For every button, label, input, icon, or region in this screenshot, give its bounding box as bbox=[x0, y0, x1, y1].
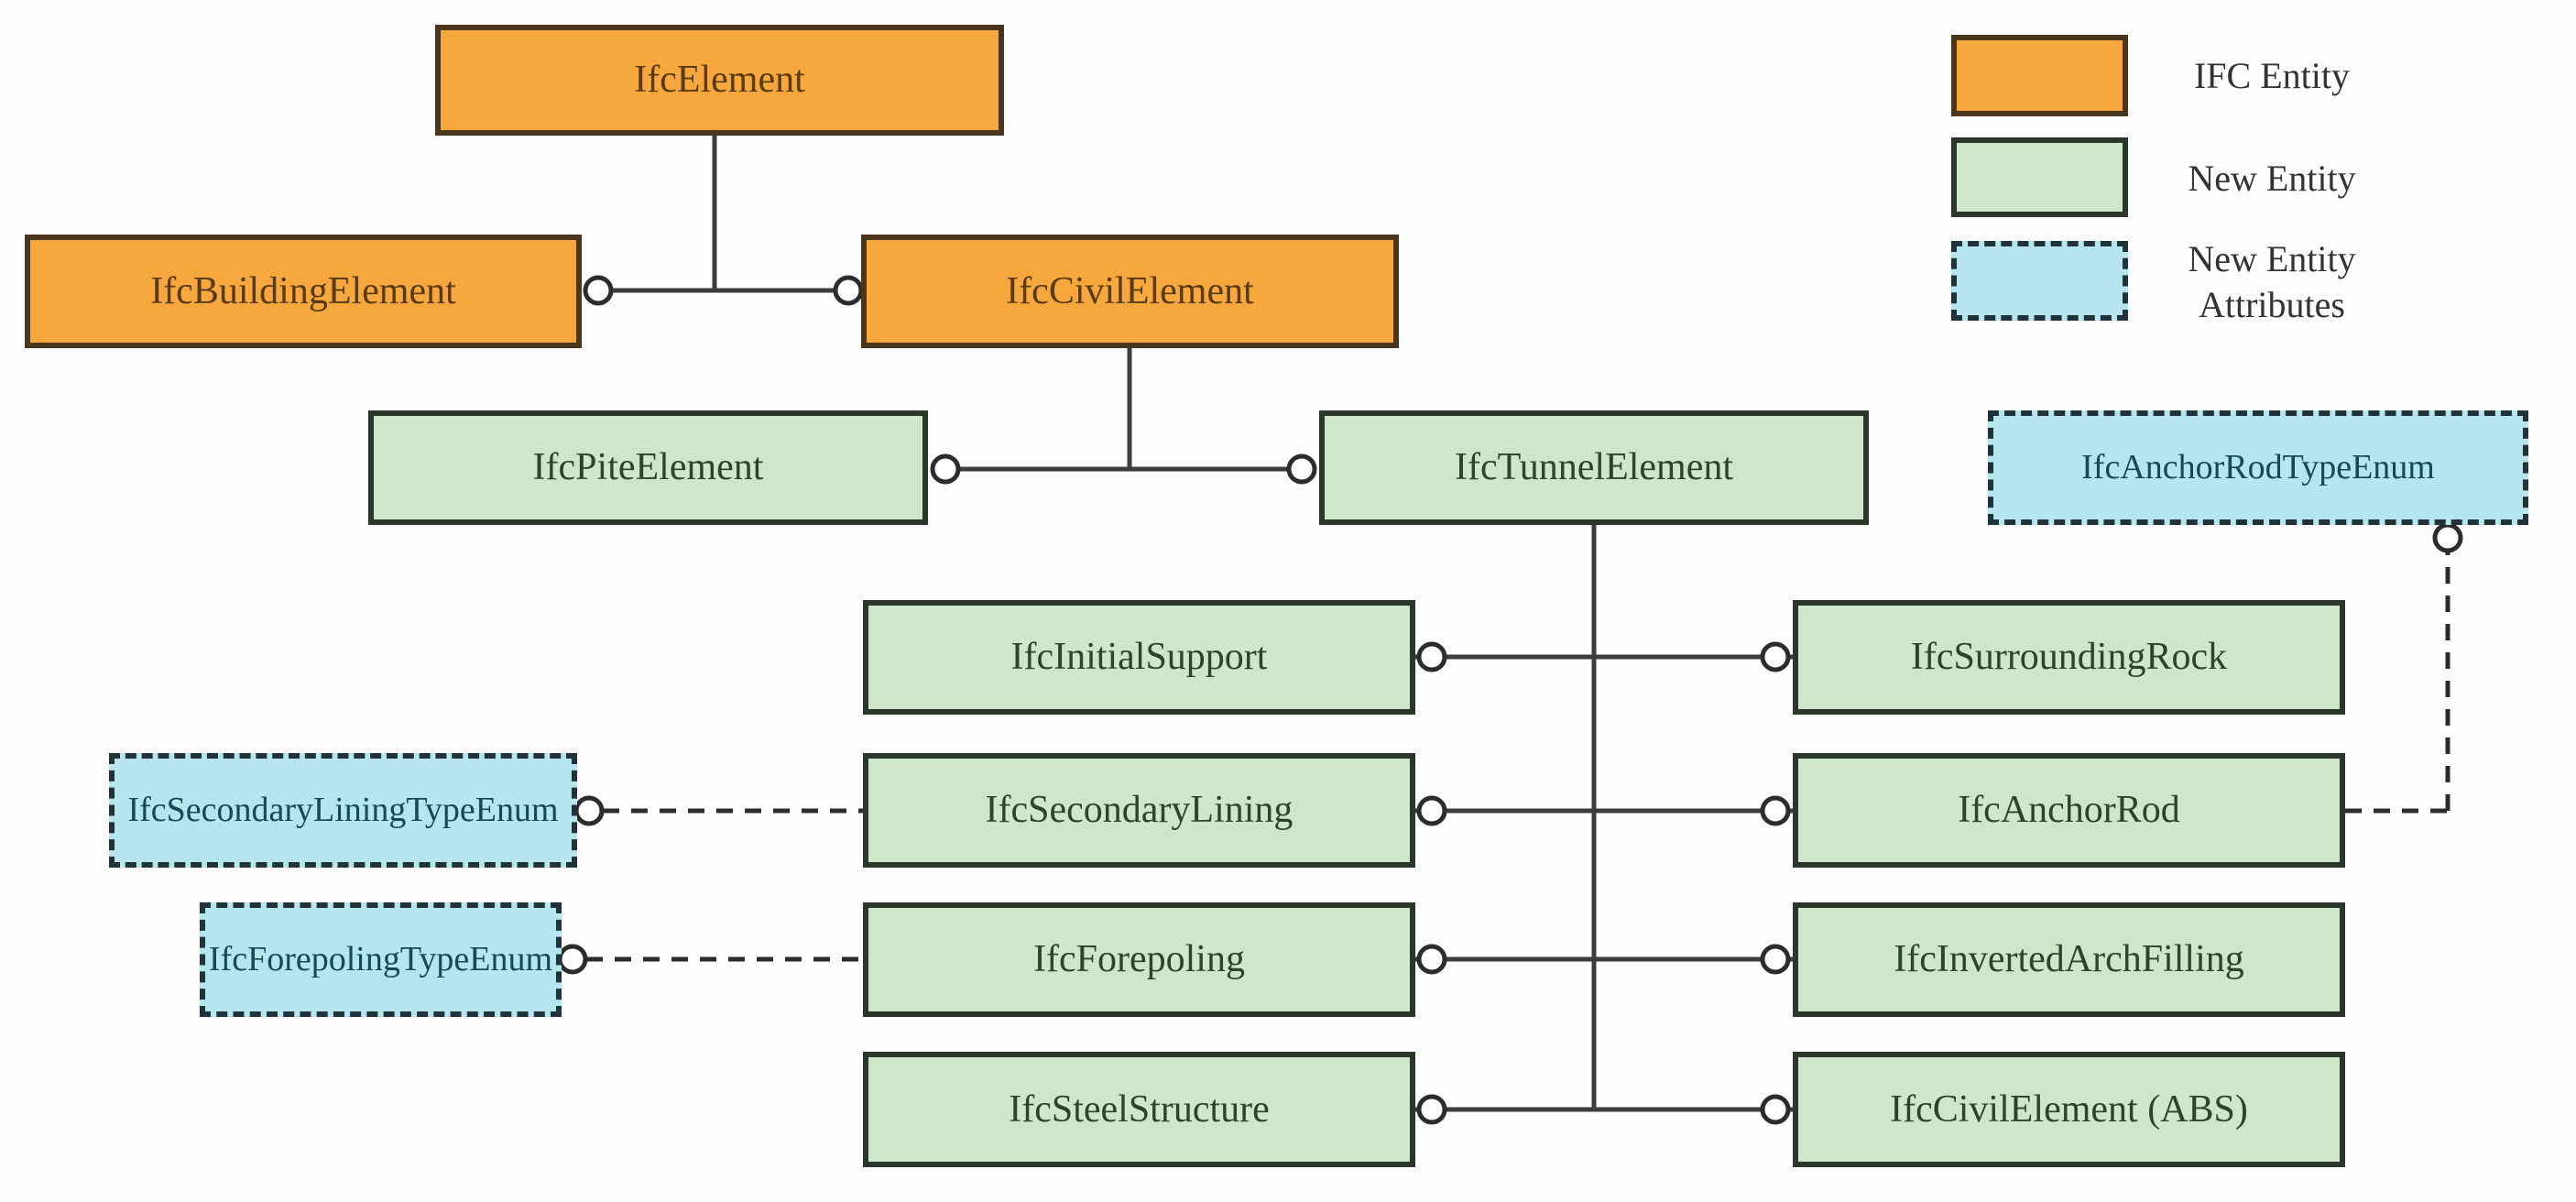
node-ifcforepoling: IfcForepoling bbox=[863, 902, 1415, 1017]
node-ifccivilelement-abs: IfcCivilElement (ABS) bbox=[1793, 1052, 2345, 1167]
node-ifcforepolingtypeenum: IfcForepolingTypeEnum bbox=[200, 902, 562, 1017]
node-ifcbuildingelement: IfcBuildingElement bbox=[25, 235, 582, 348]
circle-forepolingtypeenum bbox=[557, 944, 588, 975]
legend-label-ifc-entity: IFC Entity bbox=[2193, 55, 2351, 96]
circle-initialsupport bbox=[1416, 641, 1447, 672]
legend-label-line1: New Entity bbox=[2188, 238, 2356, 279]
legend-label-new-entity: New Entity bbox=[2188, 158, 2356, 199]
circle-steelstructure bbox=[1416, 1094, 1447, 1125]
node-ifcsurroundingrock: IfcSurroundingRock bbox=[1793, 600, 2345, 715]
circle-invertedarchfilling bbox=[1760, 944, 1791, 975]
legend-swatch-new-entity bbox=[1951, 137, 2128, 217]
circle-civilelement bbox=[833, 275, 864, 306]
node-ifcanchorrod: IfcAnchorRod bbox=[1793, 753, 2345, 868]
circle-surroundingrock bbox=[1760, 641, 1791, 672]
node-ifcsteelstructure: IfcSteelStructure bbox=[863, 1052, 1415, 1167]
circle-tunnelelement bbox=[1286, 453, 1317, 485]
node-ifcelement: IfcElement bbox=[435, 25, 1004, 136]
circle-piteelement bbox=[930, 453, 961, 485]
legend-label-new-entity-attributes: New Entity Attributes bbox=[2134, 236, 2409, 328]
legend-swatch-new-entity-attributes bbox=[1951, 241, 2128, 321]
node-ifcsecondarylining: IfcSecondaryLining bbox=[863, 753, 1415, 868]
circle-buildingelement bbox=[583, 275, 614, 306]
node-ifcanchorrodtypeenum: IfcAnchorRodTypeEnum bbox=[1988, 410, 2528, 525]
circle-forepoling bbox=[1416, 944, 1447, 975]
legend-label-line2: Attributes bbox=[2199, 284, 2345, 325]
circle-anchorrod bbox=[1760, 795, 1791, 826]
circle-anchorrodtypeenum bbox=[2432, 522, 2463, 553]
circle-secondarylining bbox=[1416, 795, 1447, 826]
circle-civilelementabs bbox=[1760, 1094, 1791, 1125]
node-ifccivilelement: IfcCivilElement bbox=[861, 235, 1399, 348]
node-ifcpiteelement: IfcPiteElement bbox=[368, 410, 928, 525]
circle-secondaryliningtypeenum bbox=[573, 795, 605, 826]
legend-swatch-ifc-entity bbox=[1951, 35, 2128, 116]
node-ifcinvertedarchfilling: IfcInvertedArchFilling bbox=[1793, 902, 2345, 1017]
node-ifcinitialsupport: IfcInitialSupport bbox=[863, 600, 1415, 715]
node-ifctunnelelement: IfcTunnelElement bbox=[1319, 410, 1869, 525]
node-ifcsecondaryliningtypeenum: IfcSecondaryLiningTypeEnum bbox=[109, 753, 577, 868]
